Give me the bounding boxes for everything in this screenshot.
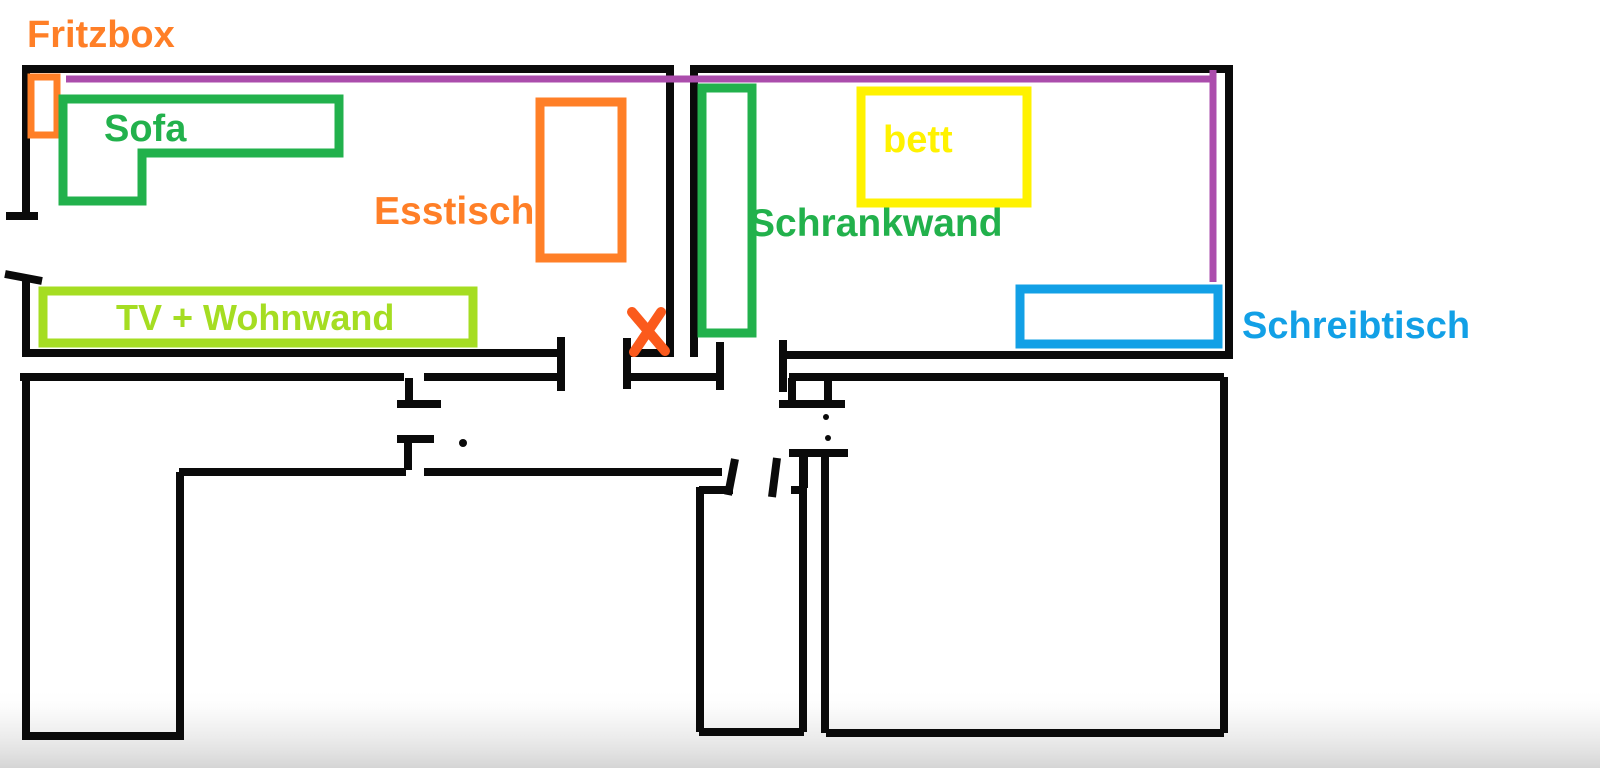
lower-middle-room-walls (696, 457, 807, 736)
sofa-outline (58, 94, 344, 206)
dot (825, 435, 831, 441)
bett-label: bett (883, 119, 953, 161)
lower-left-room-walls (22, 377, 184, 740)
cable-route-line (66, 70, 1217, 282)
fritzbox-box (27, 73, 61, 139)
dot (823, 414, 829, 420)
esstisch-outline (535, 97, 627, 263)
floorplan-walls (4, 65, 1233, 740)
fritzbox-label: Fritzbox (27, 14, 175, 56)
esstisch-label: Esstisch (374, 190, 534, 233)
schreibtisch-label: Schreibtisch (1242, 305, 1470, 347)
hallway-walls (20, 373, 722, 476)
sofa-label: Sofa (104, 108, 187, 150)
schrankwand-label: Schrankwand (749, 202, 1003, 245)
living-room-walls (4, 65, 674, 391)
tv-wohnwand-label: TV + Wohnwand (116, 297, 394, 338)
lower-right-room-walls (779, 373, 1228, 737)
dot (459, 439, 467, 447)
bett-outline (856, 86, 1032, 208)
schrankwand-outline (697, 83, 757, 338)
schreibtisch-outline (1015, 284, 1223, 349)
tv-wohnwand-outline (38, 286, 478, 348)
sketch-dots (459, 414, 831, 447)
x-mark-icon (627, 307, 670, 357)
bedroom-walls (690, 65, 1233, 392)
